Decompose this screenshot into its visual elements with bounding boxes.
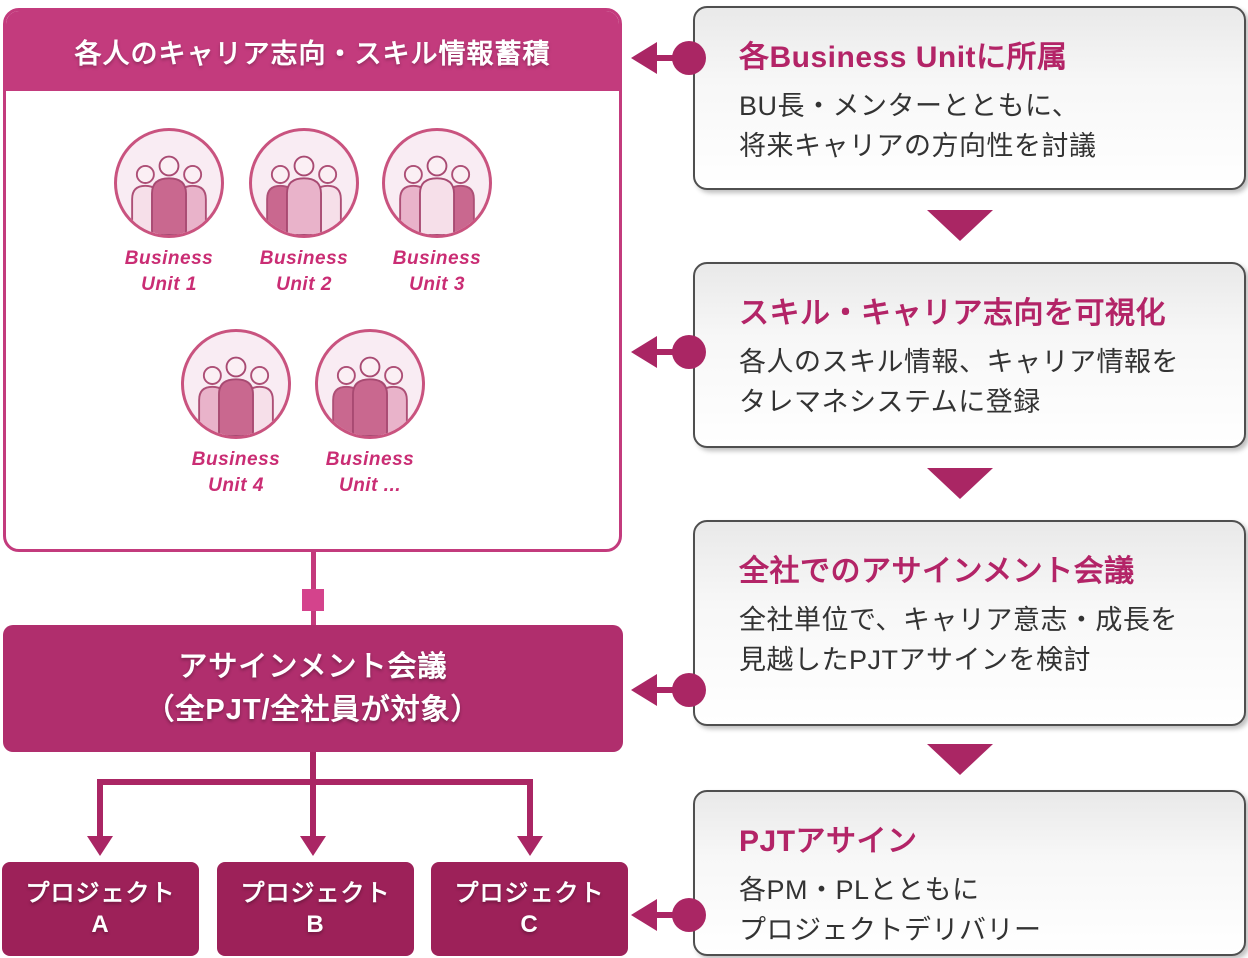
business-unit-label: Business Unit 1 bbox=[124, 248, 214, 295]
business-unit-group-2: Business Unit 2 bbox=[229, 128, 379, 298]
meeting-to-projects-connector bbox=[87, 752, 543, 856]
step-body: BU長・メンターとともに、 将来キャリアの方向性を討議 bbox=[739, 91, 1097, 161]
business-unit-group-5: Business Unit ... bbox=[295, 329, 445, 499]
step-body: 各人のスキル情報、キャリア情報を タレマネシステムに登録 bbox=[739, 347, 1179, 417]
assignment-meeting-line1: アサインメント会議 bbox=[178, 650, 448, 683]
business-unit-group-4: Business Unit 4 bbox=[161, 329, 311, 499]
step-title: スキル・キャリア志向を可視化 bbox=[739, 297, 1166, 330]
panel-to-meeting-connector-line bbox=[311, 552, 316, 625]
people-group-icon bbox=[332, 356, 408, 436]
business-unit-label: Business Unit 2 bbox=[259, 248, 349, 295]
project-box-b: プロジェクト B bbox=[217, 862, 414, 956]
team-illustration bbox=[114, 128, 224, 238]
team-illustration bbox=[249, 128, 359, 238]
business-unit-label: Business Unit 4 bbox=[191, 449, 281, 496]
down-arrowhead-icon bbox=[517, 836, 543, 856]
step-title: 各Business Unitに所属 bbox=[739, 41, 1068, 74]
people-group-icon bbox=[266, 155, 342, 235]
step-title: PJTアサイン bbox=[739, 825, 918, 858]
step-down-arrow-icon bbox=[927, 744, 993, 775]
people-group-icon bbox=[399, 155, 475, 235]
step-link-arrow-icon bbox=[631, 335, 706, 369]
business-unit-group-1: Business Unit 1 bbox=[94, 128, 244, 298]
panel-to-meeting-connector-square bbox=[302, 589, 324, 611]
people-group-icon bbox=[131, 155, 207, 235]
down-arrowhead-icon bbox=[87, 836, 113, 856]
step-link-arrow-icon bbox=[631, 673, 706, 707]
business-unit-label: Business Unit 3 bbox=[392, 248, 482, 295]
project-box-c: プロジェクト C bbox=[431, 862, 628, 956]
career-info-panel: 各人のキャリア志向・スキル情報蓄積 bbox=[3, 8, 622, 552]
assignment-meeting-box: アサインメント会議 （全PJT/全社員が対象） bbox=[3, 625, 623, 752]
business-unit-group-3: Business Unit 3 bbox=[362, 128, 512, 298]
step-down-arrow-icon bbox=[927, 210, 993, 241]
step-card-visualize-skills: スキル・キャリア志向を可視化 各人のスキル情報、キャリア情報を タレマネシステム… bbox=[693, 262, 1246, 448]
step-card-belong-to-bu: 各Business Unitに所属 BU長・メンターとともに、 将来キャリアの方… bbox=[693, 6, 1246, 190]
step-title: 全社でのアサインメント会議 bbox=[739, 555, 1135, 588]
project-box-a: プロジェクト A bbox=[2, 862, 199, 956]
step-card-pjt-assign: PJTアサイン 各PM・PLとともに プロジェクトデリバリー bbox=[693, 790, 1246, 956]
step-down-arrow-icon bbox=[927, 468, 993, 499]
assignment-meeting-line2: （全PJT/全社員が対象） bbox=[145, 693, 481, 726]
step-body: 各PM・PLとともに プロジェクトデリバリー bbox=[739, 875, 1042, 945]
business-unit-label: Business Unit ... bbox=[325, 449, 415, 496]
step-card-companywide-meeting: 全社でのアサインメント会議 全社単位で、キャリア意志・成長を 見越したPJTアサ… bbox=[693, 520, 1246, 726]
step-body: 全社単位で、キャリア意志・成長を 見越したPJTアサインを検討 bbox=[739, 605, 1178, 675]
step-link-arrow-icon bbox=[631, 898, 706, 932]
people-group-icon bbox=[198, 356, 274, 436]
step-link-arrow-icon bbox=[631, 41, 706, 75]
team-illustration bbox=[315, 329, 425, 439]
career-info-panel-title: 各人のキャリア志向・スキル情報蓄積 bbox=[6, 11, 619, 91]
down-arrowhead-icon bbox=[300, 836, 326, 856]
team-illustration bbox=[181, 329, 291, 439]
team-illustration bbox=[382, 128, 492, 238]
